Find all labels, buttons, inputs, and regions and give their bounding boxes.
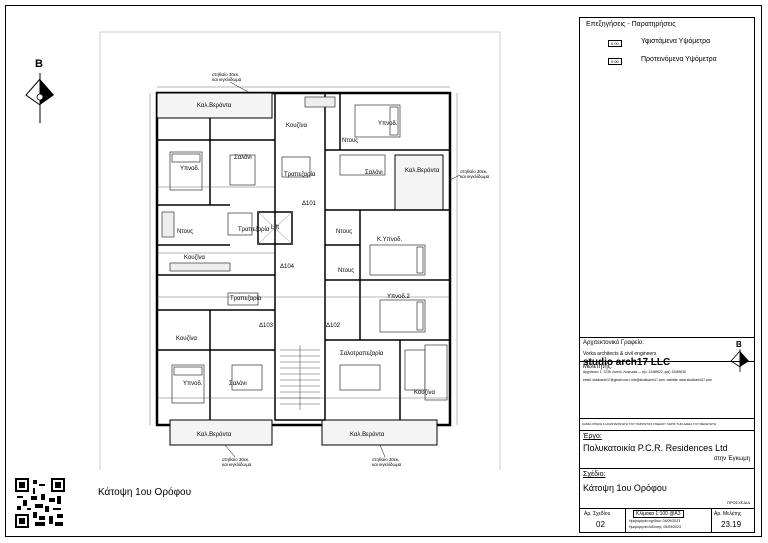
room-dining-mid: Τραπεζαρία [238,227,270,233]
north-arrow-label: B [35,58,43,70]
floor-plan [99,31,501,470]
room-veranda-br: Καλ.Βεράντα [350,432,385,438]
project-location: στην Έγκωμη [713,456,750,462]
study-no-label: Αρ. Μελέτης [714,511,742,517]
sheet-no-label: Αρ. Σχεδίου [584,511,611,517]
room-bedroom2: Υπνοδ.2 [387,294,410,300]
room-bedroom-tl: Υπνοδ. [180,166,200,172]
study-section: Μελετητής: [580,361,754,425]
room-veranda-top: Καλ.Βεράντα [197,103,232,109]
room-bedroom-tr: Υπνοδ. [378,121,398,127]
elevation-proposed-icon: 0.00 [608,58,622,65]
north-arrow-icon [25,73,54,123]
north-arrow: B [22,55,62,125]
drawing-section: Σχέδιο: Κάτοψη 1ου Ορόφου ΠΡΟΣΧΕΔΙΑ [580,468,754,508]
legend-item-existing: 0.00 Υφιστάμενα Υψόμετρα [608,38,748,52]
copyright-section: ΚΑΜΙΑ ΧΡΗΣΗ Ή ΑΝΑΠΑΡΑΓΩΓΗ ΤΟΥ ΠΑΡΟΝΤΟΣ Σ… [580,418,754,430]
room-salon-tl: Σαλόνι [234,155,252,161]
study-no: 23.19 [721,520,742,529]
sheet-no: 02 [596,520,605,529]
room-veranda-right: Καλ.Βεράντα [405,168,440,174]
drawing-name: Κάτοψη 1ου Ορόφου [583,483,667,493]
room-kitchen-br: Κουζίνα [414,390,435,396]
note-bottom-left: στηθαίο 30εκ. και κιγκλίδωμα [222,457,252,467]
firm-name: studio arch17 LLC [583,357,671,368]
room-kitchen-top: Κουζίνα [286,123,307,129]
note-bottom-right: στηθαίο 30εκ. και κιγκλίδωμα [372,457,402,467]
firm-address: Αρχιτέκτων Σ. 2235, Λυπού, Λευκωσία — τη… [583,370,686,374]
room-kitchen-low: Κουζίνα [176,336,197,342]
room-kitchen-ml: Κουζίνα [184,255,205,261]
copyright-notice: ΚΑΜΙΑ ΧΡΗΣΗ Ή ΑΝΑΠΑΡΑΓΩΓΗ ΤΟΥ ΠΑΡΟΝΤΟΣ Σ… [582,422,717,426]
room-wc-mr2: Ντους [338,268,355,274]
office-section: Αρχιτεκτονικό Γραφείο: Vorka architects … [580,337,754,395]
project-name: Πολυκατοικία P.C.R. Residences Ltd [583,443,728,453]
study-label: Μελετητής: [583,364,613,370]
room-master-bed: Κ.Υπνοδ. [377,237,403,243]
study-no-cell: Αρ. Μελέτης 23.19 [711,509,754,533]
door-tag-d101: Δ101 [302,201,317,207]
room-veranda-bl: Καλ.Βεράντα [197,432,232,438]
scale-text: Κλίμακα 1:100 @Α3 [633,510,684,518]
room-wc-mr: Ντους [336,229,353,235]
title-block: Επεξηγήσεις - Παρατηρήσεις 0.00 Υφιστάμε… [579,17,755,533]
elevation-existing-icon: 0.00 [608,40,622,47]
scale-cell: Κλίμακα 1:100 @Α3 Ημερομηνία σχεδίου: 04… [625,509,712,533]
note-top: στηθαίο 30εκ. και κιγκλίδωμα [212,72,242,82]
room-wc-ml: Ντους [177,229,194,235]
firm-contact: email: studioarch17@gmail.com • info@stu… [583,378,712,382]
issue-date: Ημερομηνία έκδοσης: 05/09/2023 [629,525,681,529]
room-bedroom-bl: Υπνοδ. [183,381,203,387]
legend-label-existing: Υφιστάμενα Υψόμετρα [641,38,711,45]
north-arrow-small-label: B [736,340,742,349]
door-tag-d104: Δ104 [280,264,295,270]
legend-title: Επεξηγήσεις - Παρατηρήσεις [586,21,676,28]
sheet-info-row: Αρ. Σχεδίου 02 Κλίμακα 1:100 @Α3 Ημερομη… [580,508,754,534]
drawing-status: ΠΡΟΣΧΕΔΙΑ [727,500,750,505]
legend-item-proposed: 0.00 Προτεινόμενα Υψόμετρα [608,56,748,70]
door-tag-d102: Δ102 [326,323,341,329]
room-dining-top: Τραπεζαρία [284,172,316,178]
north-arrow-small: B [730,340,752,374]
room-salon-tr: Σαλόνι [365,170,383,176]
qr-code-icon [15,478,65,528]
room-lift: Lift [271,225,280,231]
drawing-label: Σχέδιο: [583,471,606,478]
room-dining-low: Τραπεζαρία [230,296,262,302]
note-right: στηθαίο 30εκ. και κιγκλίδωμα [460,169,490,179]
firm-subtitle: Vorka architects & civil engineers [583,351,657,357]
project-section: Έργο: Πολυκατοικία P.C.R. Residences Ltd… [580,430,754,468]
compass-icon [730,349,749,372]
office-label: Αρχιτεκτονικό Γραφείο: [583,340,644,346]
sheet-no-cell: Αρ. Σχεδίου 02 [580,509,626,533]
project-label: Έργο: [583,433,602,440]
room-wc-top: Ντους [342,138,359,144]
room-livingdining-br: Σαλοτραπεζαρία [340,351,384,357]
room-salon-bl: Σαλόνι [229,381,247,387]
drawn-date: Ημερομηνία σχεδίου: 04/09/2023 [629,519,681,523]
plan-caption: Κάτοψη 1ου Ορόφου [98,487,192,498]
drawing-frame [5,5,762,537]
legend-label-proposed: Προτεινόμενα Υψόμετρα [641,56,717,63]
door-tag-d103: Δ103 [259,323,274,329]
